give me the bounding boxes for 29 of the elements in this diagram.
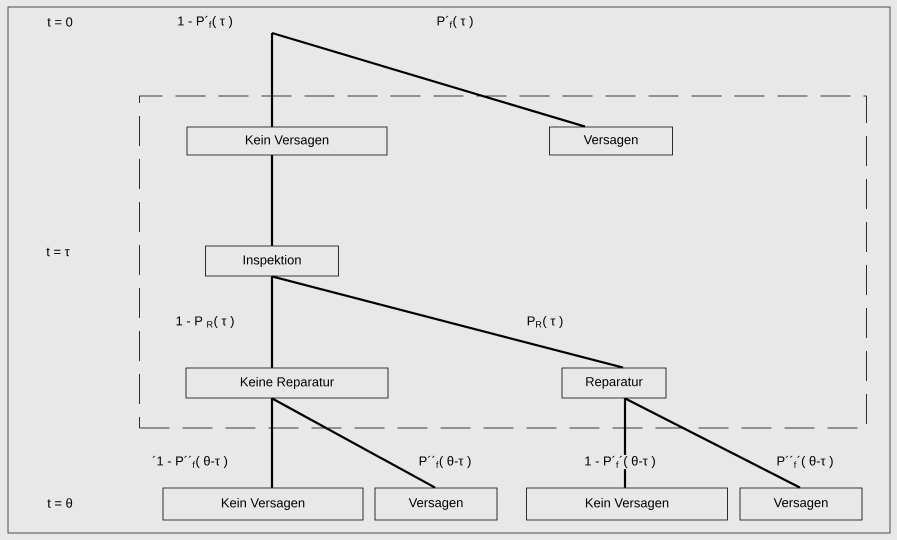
- time-label: t = θ: [47, 498, 72, 508]
- probability-label: P´´$_{f}$´( θ-τ ): [775, 454, 835, 470]
- branch-line: [271, 397, 436, 489]
- dashed-frame: [139, 96, 867, 428]
- outcome-box: Kein Versagen: [162, 488, 364, 520]
- outcome-box: Kein Versagen: [526, 488, 728, 520]
- branch-line: [272, 275, 624, 369]
- outcome-box: Versagen: [740, 488, 862, 520]
- outcome-box: Keine Reparatur: [186, 368, 388, 398]
- time-label: t = 0: [47, 17, 72, 27]
- branch-line: [270, 155, 274, 246]
- branch-line: [270, 33, 274, 127]
- outcome-box: Versagen: [374, 488, 498, 520]
- probability-label: 1 - P´$_{f}$( τ ): [176, 14, 234, 30]
- branch-line: [272, 32, 586, 128]
- probability-label: 1 - P $_{R}$( τ ): [174, 314, 236, 330]
- probability-label: P´´$_{f}$( θ-τ ): [418, 454, 472, 470]
- outcome-box: Versagen: [549, 126, 673, 156]
- outcome-box: Kein Versagen: [186, 126, 388, 156]
- probability-label: P$_{R}$( τ ): [526, 314, 564, 330]
- probability-label: P´$_{f}$( τ ): [436, 14, 474, 30]
- branch-line: [270, 398, 274, 488]
- time-label: t = τ: [46, 248, 70, 256]
- outcome-box: Inspektion: [205, 246, 339, 276]
- probability-label: 1 - P´$_{f}$´( θ-τ ): [583, 454, 657, 470]
- probability-label: ´1 - P´´$_{f}$( θ-τ ): [151, 454, 229, 470]
- branch-line: [624, 397, 800, 489]
- outcome-box: Reparatur: [562, 368, 666, 398]
- branch-line: [270, 276, 274, 368]
